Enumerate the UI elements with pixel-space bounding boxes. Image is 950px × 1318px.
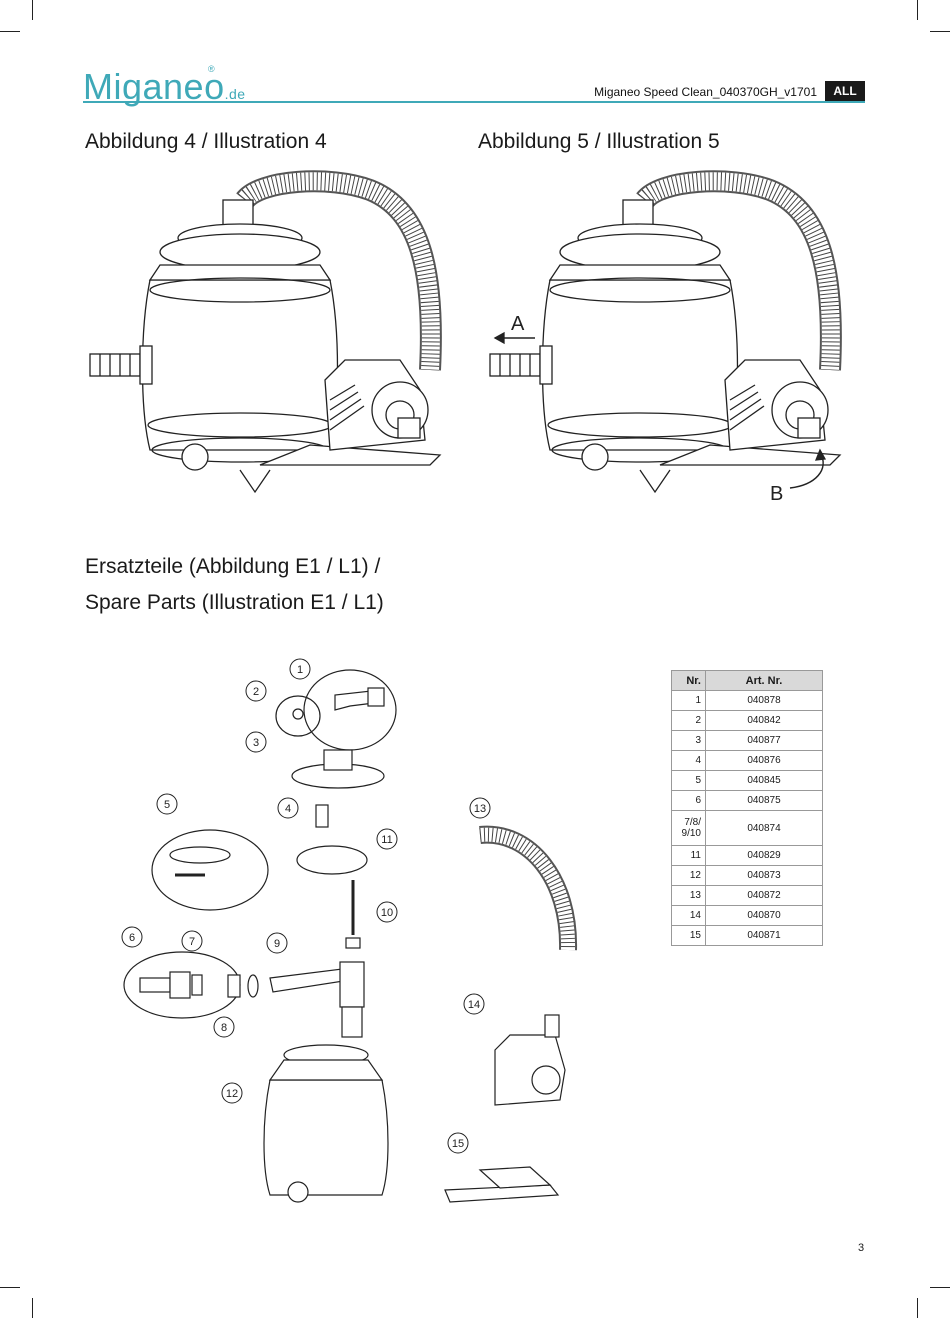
part-number: 6 <box>671 790 706 811</box>
part-number: 1 <box>671 690 706 711</box>
crop-mark <box>0 1287 20 1288</box>
spare-parts-title-en: Spare Parts (Illustration E1 / L1) <box>85 591 384 614</box>
spare-parts-title-de: Ersatzteile (Abbildung E1 / L1) / <box>85 555 381 578</box>
part-number: 4 <box>671 750 706 771</box>
part-number: 3 <box>671 730 706 751</box>
callout-9: 9 <box>274 938 280 950</box>
crop-mark <box>0 31 20 32</box>
article-number: 040873 <box>705 865 823 886</box>
illustration-4-drawing <box>89 170 442 494</box>
part-number: 11 <box>671 845 706 866</box>
callout-13: 13 <box>474 803 486 815</box>
callout-12: 12 <box>226 1088 238 1100</box>
part-number: 13 <box>671 885 706 906</box>
callout-5: 5 <box>164 799 170 811</box>
exploded-parts-diagram: 1 2 3 4 5 6 7 8 9 10 11 12 13 14 15 <box>121 658 578 1203</box>
column-header-art-nr: Art. Nr. <box>705 670 823 691</box>
arrow-a-label: A <box>511 313 525 335</box>
crop-mark <box>32 1298 33 1318</box>
callout-14: 14 <box>468 999 480 1011</box>
article-number: 040842 <box>705 710 823 731</box>
brand-logo: Miganeo.de ® <box>83 64 246 107</box>
callout-1: 1 <box>297 664 303 676</box>
article-number: 040829 <box>705 845 823 866</box>
article-number: 040871 <box>705 925 823 946</box>
illustration-5-drawing: A B <box>489 170 842 505</box>
article-number: 040877 <box>705 730 823 751</box>
language-badge: ALL <box>825 81 865 101</box>
illustration-4-title: Abbildung 4 / Illustration 4 <box>85 130 327 153</box>
page-number: 3 <box>858 1242 865 1254</box>
article-number: 040872 <box>705 885 823 906</box>
illustration-5-title: Abbildung 5 / Illustration 5 <box>478 130 720 153</box>
callout-7: 7 <box>189 936 195 948</box>
crop-mark <box>930 1287 950 1288</box>
part-number: 5 <box>671 770 706 791</box>
callout-15: 15 <box>452 1138 464 1150</box>
callout-6: 6 <box>129 932 135 944</box>
part-number: 15 <box>671 925 706 946</box>
callout-2: 2 <box>253 686 259 698</box>
article-number: 040875 <box>705 790 823 811</box>
article-number: 040874 <box>705 810 823 846</box>
article-number: 040870 <box>705 905 823 926</box>
crop-mark <box>917 1298 918 1318</box>
part-number: 7/8/ 9/10 <box>671 810 706 846</box>
column-header-nr: Nr. <box>671 670 706 691</box>
callout-11: 11 <box>381 834 392 846</box>
callout-3: 3 <box>253 737 259 749</box>
crop-mark <box>930 31 950 32</box>
part-number: 2 <box>671 710 706 731</box>
callout-8: 8 <box>221 1022 227 1034</box>
part-number: 12 <box>671 865 706 886</box>
part-number: 14 <box>671 905 706 926</box>
crop-mark <box>917 0 918 20</box>
callout-4: 4 <box>285 803 291 815</box>
article-number: 040878 <box>705 690 823 711</box>
header-rule <box>83 101 865 103</box>
article-number: 040876 <box>705 750 823 771</box>
callout-10: 10 <box>381 907 393 919</box>
arrow-b-label: B <box>770 483 783 505</box>
article-number: 040845 <box>705 770 823 791</box>
crop-mark <box>32 0 33 20</box>
document-id: Miganeo Speed Clean_040370GH_v1701 <box>594 85 817 99</box>
